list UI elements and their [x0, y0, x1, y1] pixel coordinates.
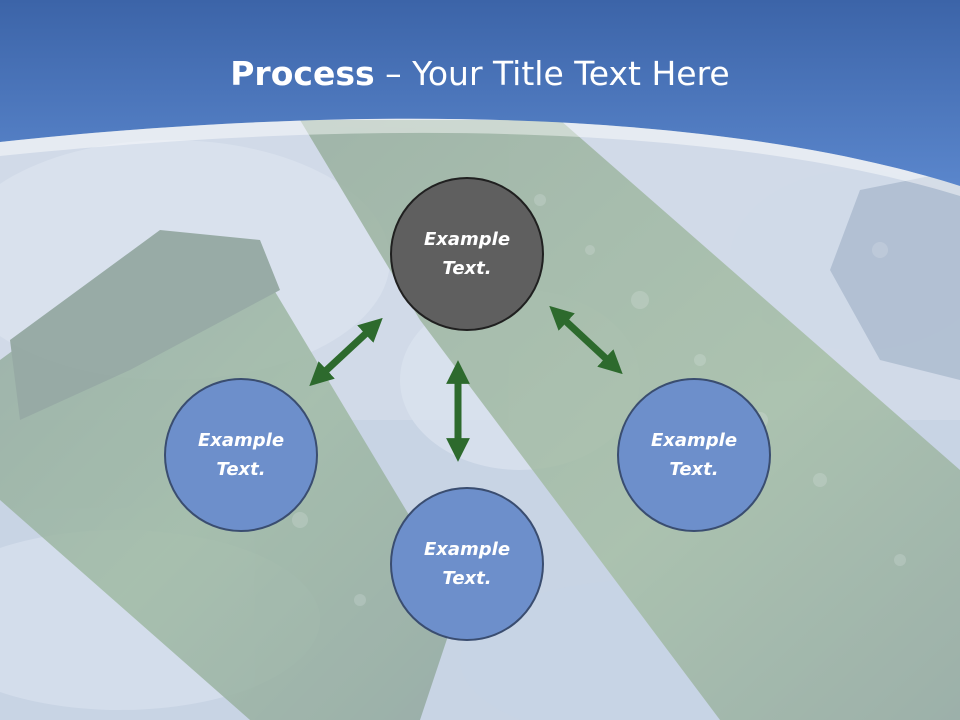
process-node-top[interactable]: Example Text.: [390, 177, 544, 331]
node-right-line2: Text.: [669, 459, 719, 480]
node-bottom-line2: Text.: [442, 568, 492, 589]
node-top-line1: Example: [423, 229, 511, 250]
process-node-right[interactable]: Example Text.: [617, 378, 771, 532]
node-left-line1: Example: [197, 430, 285, 451]
title-bold: Process: [230, 54, 375, 93]
node-bottom-line1: Example: [423, 539, 511, 560]
process-node-left[interactable]: Example Text.: [164, 378, 318, 532]
node-left-line2: Text.: [216, 459, 266, 480]
process-node-bottom[interactable]: Example Text.: [390, 487, 544, 641]
node-right-line1: Example: [650, 430, 738, 451]
slide-title: Process – Your Title Text Here: [0, 52, 960, 96]
node-top-line2: Text.: [442, 258, 492, 279]
title-rest: – Your Title Text Here: [374, 54, 730, 93]
